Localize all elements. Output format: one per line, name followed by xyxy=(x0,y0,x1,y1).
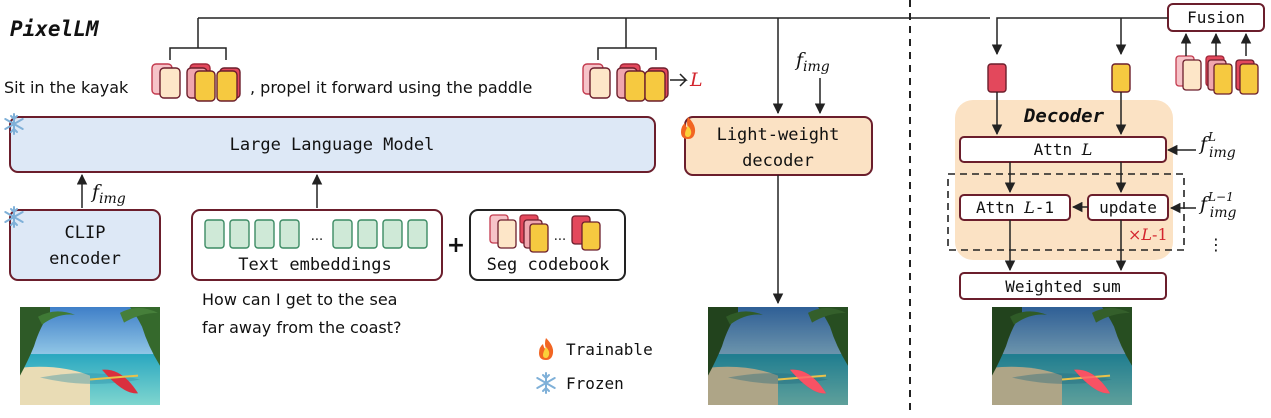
llm-box xyxy=(9,116,656,173)
decoder-label-line2: decoder xyxy=(742,151,814,171)
question-line1: How can I get to the sea xyxy=(202,290,397,309)
decoder-label-line1: Light-weight xyxy=(717,125,840,145)
clip-label-line1: CLIP xyxy=(65,223,106,243)
repeat-count: ×L-1 xyxy=(1128,225,1168,244)
text-embeddings-ellipsis: ... xyxy=(311,229,323,244)
seg-codebook-ellipsis: ... xyxy=(554,229,566,244)
legend-frozen: Frozen xyxy=(566,374,624,393)
legend-flame-icon xyxy=(539,338,554,360)
right-output-image xyxy=(992,307,1132,405)
seg-token-group-2 xyxy=(582,63,669,102)
attn-L-1-box xyxy=(959,194,1071,221)
question-line2: far away from the coast? xyxy=(202,318,402,337)
attn-L-box xyxy=(959,136,1167,163)
legend-snowflake-icon xyxy=(536,372,556,394)
clip-encoder-box xyxy=(9,209,161,281)
weighted-sum-label: Weighted sum xyxy=(1005,277,1121,296)
seg-token-group-1 xyxy=(151,63,241,102)
instruction-suffix: , propel it forward using the paddle xyxy=(250,78,532,97)
output-image xyxy=(708,307,848,405)
loss-symbol: L xyxy=(689,69,703,91)
vertical-ellipsis: ⋮ xyxy=(1208,235,1224,254)
text-embeddings-label: Text embeddings xyxy=(238,255,392,275)
legend-trainable: Trainable xyxy=(566,340,653,359)
text-embedding-tokens xyxy=(204,219,428,249)
fusion-label: Fusion xyxy=(1187,8,1245,27)
seg-codebook-label: Seg codebook xyxy=(487,255,610,275)
llm-label: Large Language Model xyxy=(230,135,435,155)
fused-token-red xyxy=(987,63,1007,93)
fusion-input-tokens xyxy=(1175,55,1259,95)
input-image xyxy=(20,307,160,405)
attn-L-1-label: Attn L-1 xyxy=(976,198,1054,217)
weighted-sum-box xyxy=(959,272,1167,300)
instruction-prefix: Sit in the kayak xyxy=(4,78,129,97)
plus-sign: + xyxy=(447,233,465,258)
clip-fimg-label: fimg xyxy=(90,181,126,207)
attn-L-label: Attn L xyxy=(1034,140,1093,159)
update-label: update xyxy=(1099,198,1157,217)
decoder-fimg-label: fimg xyxy=(794,49,830,75)
decoder-title: Decoder xyxy=(1023,105,1105,127)
seg-codebook-tokens xyxy=(489,214,601,253)
fused-token-yellow xyxy=(1111,63,1131,93)
title: PixelLM xyxy=(10,17,100,41)
clip-label-line2: encoder xyxy=(49,249,121,269)
